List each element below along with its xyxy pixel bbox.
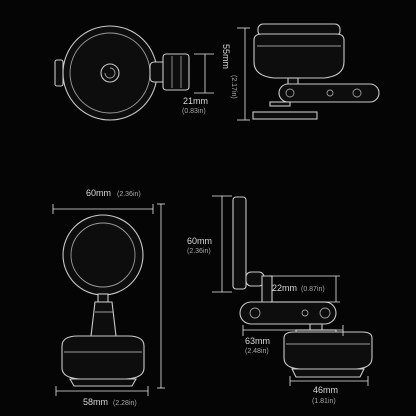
label-21mm-inch: (0.83in) [182, 108, 206, 115]
label-58mm-inch: (2.28in) [113, 400, 137, 407]
label-55mm: 55mm [221, 44, 231, 69]
label-63mm-inch: (2.48in) [245, 348, 269, 355]
label-60mm-inch: (2.36in) [117, 191, 141, 198]
side-view-mount-top [252, 23, 380, 120]
label-63mm: 63mm [245, 336, 270, 346]
label-60mm: 60mm [86, 188, 111, 198]
label-55mm-inch: (2.17in) [230, 75, 237, 99]
dimension-60mm-height: 60mm (2.36in) [187, 195, 232, 293]
label-22mm: 22mm [272, 283, 297, 293]
front-view-mount [61, 214, 145, 387]
label-58mm: 58mm [83, 397, 108, 407]
dimension-22mm: 22mm (0.87in) [270, 275, 340, 303]
dimension-60mm-width: 60mm (2.36in) [52, 188, 154, 214]
dimension-55mm: 55mm (2.17in) [221, 27, 250, 121]
dimension-46mm: 46mm (1.81in) [289, 376, 369, 405]
label-21mm: 21mm [183, 96, 208, 106]
dimension-58mm: 58mm (2.28in) [55, 203, 165, 407]
top-view-mount [54, 25, 190, 121]
dimension-21mm: 21mm (0.83in) [182, 53, 214, 115]
dimension-63mm: 63mm (2.48in) [242, 325, 344, 355]
label-60mm-height: 60mm [187, 236, 212, 246]
side-view-mount-bottom [232, 196, 373, 378]
label-46mm: 46mm [313, 385, 338, 395]
label-22mm-inch: (0.87in) [301, 286, 325, 293]
label-46mm-inch: (1.81in) [312, 398, 336, 405]
label-60mm-height-inch: (2.36in) [187, 248, 211, 255]
